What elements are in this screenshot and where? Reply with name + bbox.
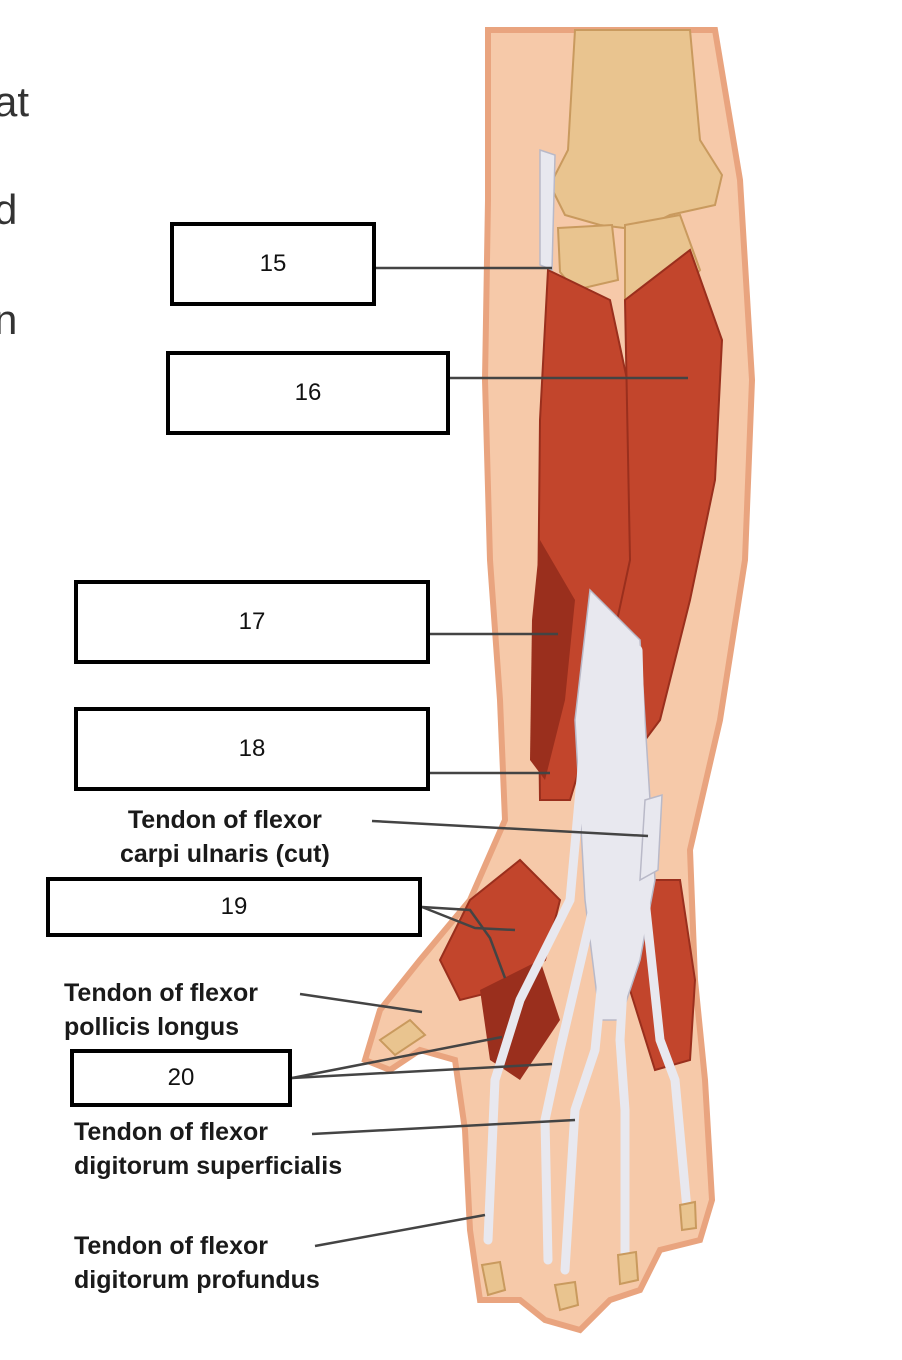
page-text-fragment-1: at <box>0 78 30 125</box>
tendons <box>483 148 693 1275</box>
label-box-18[interactable]: 18 <box>74 707 430 791</box>
leader-line-fdp <box>314 1213 486 1248</box>
leader-line-fpl <box>299 992 423 1014</box>
page-text-fragment-2: d <box>0 186 18 233</box>
label-box-16[interactable]: 16 <box>166 351 450 435</box>
callout-fcu-line-2: carpi ulnaris (cut) <box>120 840 330 868</box>
callout-fdp-line-1: Tendon of flexor <box>74 1232 268 1260</box>
callout-flexor-pollicis-longus: Tendon of flexor pollicis longus <box>64 976 258 1044</box>
leader-line-20b <box>291 1062 553 1080</box>
label-box-17[interactable]: 17 <box>74 580 430 664</box>
callout-flexor-carpi-ulnaris: Tendon of flexor carpi ulnaris (cut) <box>120 803 330 871</box>
forearm-muscles <box>438 248 724 1080</box>
fingertip-bones <box>378 1018 698 1312</box>
label-box-20[interactable]: 20 <box>70 1049 292 1107</box>
callout-fcu-line-1: Tendon of flexor <box>127 806 322 834</box>
callout-fdp-line-2: digitorum profundus <box>74 1266 320 1294</box>
callout-fpl-line-1: Tendon of flexor <box>64 979 258 1007</box>
callout-fds-line-1: Tendon of flexor <box>74 1118 268 1146</box>
leader-line-20a <box>291 1035 503 1080</box>
callout-flexor-digitorum-superficialis: Tendon of flexor digitorum superficialis <box>74 1115 342 1183</box>
callout-flexor-digitorum-profundus: Tendon of flexor digitorum profundus <box>74 1229 320 1297</box>
leader-lines <box>291 266 688 1248</box>
label-box-15[interactable]: 15 <box>170 222 376 306</box>
leader-line-19b <box>421 905 516 932</box>
callout-fpl-line-2: pollicis longus <box>64 1013 240 1041</box>
page-text-fragment-3: n <box>0 296 18 343</box>
leader-line-fds <box>311 1118 576 1136</box>
leader-line-fcu <box>371 819 649 838</box>
label-box-19[interactable]: 19 <box>46 877 422 937</box>
callout-fds-line-2: digitorum superficialis <box>74 1152 343 1180</box>
leader-line-19 <box>421 905 507 979</box>
